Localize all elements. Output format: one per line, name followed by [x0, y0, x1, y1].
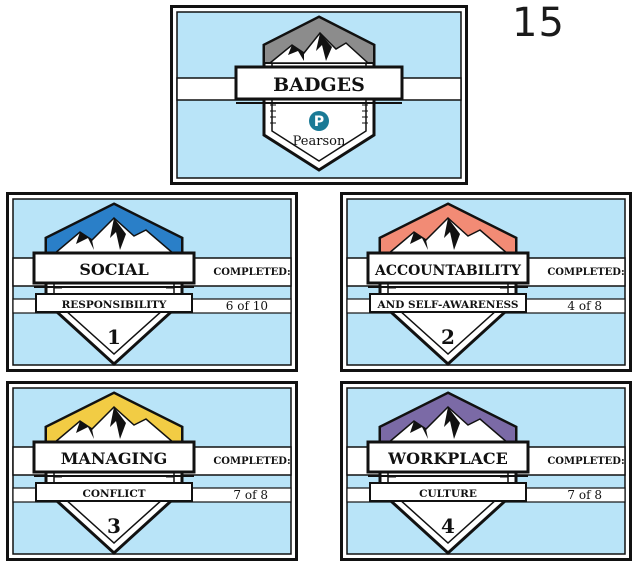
- badge-subtitle: RESPONSIBILITY: [62, 299, 167, 311]
- badges-header-graphic: BADGES P Pearson: [170, 5, 468, 185]
- badge-graphic: WORKPLACE CULTURE 4 COMPLETED: 7 of 8: [340, 381, 632, 561]
- completed-value: 6 of 10: [226, 299, 268, 313]
- completed-label: COMPLETED:: [547, 456, 624, 467]
- badge-title: WORKPLACE: [387, 449, 508, 468]
- pearson-logo-text: Pearson: [293, 134, 346, 149]
- completed-value: 7 of 8: [233, 488, 268, 502]
- badge-card-2: ACCOUNTABILITY AND SELF-AWARENESS 2 COMPLET…: [340, 192, 632, 372]
- badges-header-card: BADGES P Pearson: [170, 5, 468, 185]
- badge-title: ACCOUNTABILITY: [374, 263, 522, 279]
- pearson-logo-icon: [309, 111, 329, 131]
- badge-subtitle: CULTURE: [419, 488, 477, 500]
- badge-number: 1: [107, 325, 121, 349]
- page-number: 15: [512, 0, 565, 46]
- completed-label: COMPLETED:: [213, 456, 290, 467]
- completed-value: 7 of 8: [567, 488, 602, 502]
- badge-card-3: MANAGING CONFLICT 3 COMPLETED: 7 of 8: [6, 381, 298, 561]
- badge-title: MANAGING: [61, 449, 168, 468]
- completed-label: COMPLETED:: [213, 267, 290, 278]
- badge-card-4: WORKPLACE CULTURE 4 COMPLETED: 7 of 8: [340, 381, 632, 561]
- badge-graphic: ACCOUNTABILITY AND SELF-AWARENESS 2 COMPLET…: [340, 192, 632, 372]
- completed-label: COMPLETED:: [547, 267, 624, 278]
- badges-title: BADGES: [273, 74, 365, 96]
- badge-subtitle: CONFLICT: [82, 488, 145, 500]
- badge-number: 3: [107, 514, 121, 538]
- badge-card-1: SOCIAL RESPONSIBILITY 1 COMPLETED: 6 of 10: [6, 192, 298, 372]
- badge-subtitle: AND SELF-AWARENESS: [377, 299, 519, 311]
- badge-graphic: SOCIAL RESPONSIBILITY 1 COMPLETED: 6 of 10: [6, 192, 298, 372]
- badge-number: 4: [441, 514, 455, 538]
- badge-number: 2: [441, 325, 455, 349]
- pearson-logo-mark: P: [314, 114, 324, 130]
- badge-graphic: MANAGING CONFLICT 3 COMPLETED: 7 of 8: [6, 381, 298, 561]
- badge-title: SOCIAL: [79, 260, 148, 279]
- completed-value: 4 of 8: [567, 299, 602, 313]
